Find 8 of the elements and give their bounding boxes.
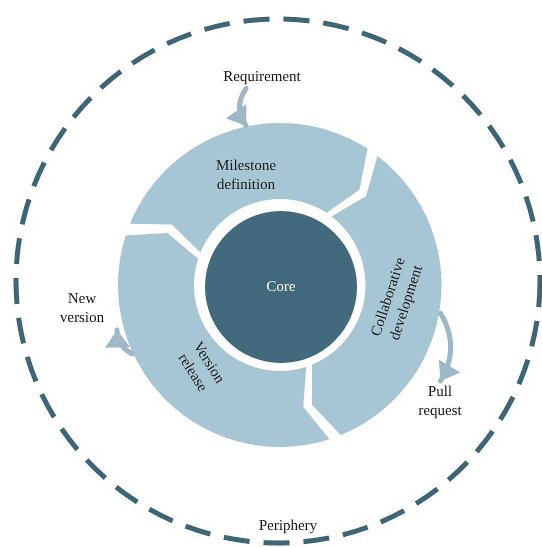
annotation-label: New version: [47, 290, 117, 328]
arrow: [438, 310, 460, 384]
annotation-label: Requirement: [202, 68, 322, 86]
segment-label: Milestone definition: [214, 156, 277, 195]
arrow: [106, 328, 135, 356]
core-label: Core: [265, 278, 297, 296]
annotation-label: Pull request: [405, 383, 475, 421]
region-label: Periphery: [258, 516, 318, 536]
